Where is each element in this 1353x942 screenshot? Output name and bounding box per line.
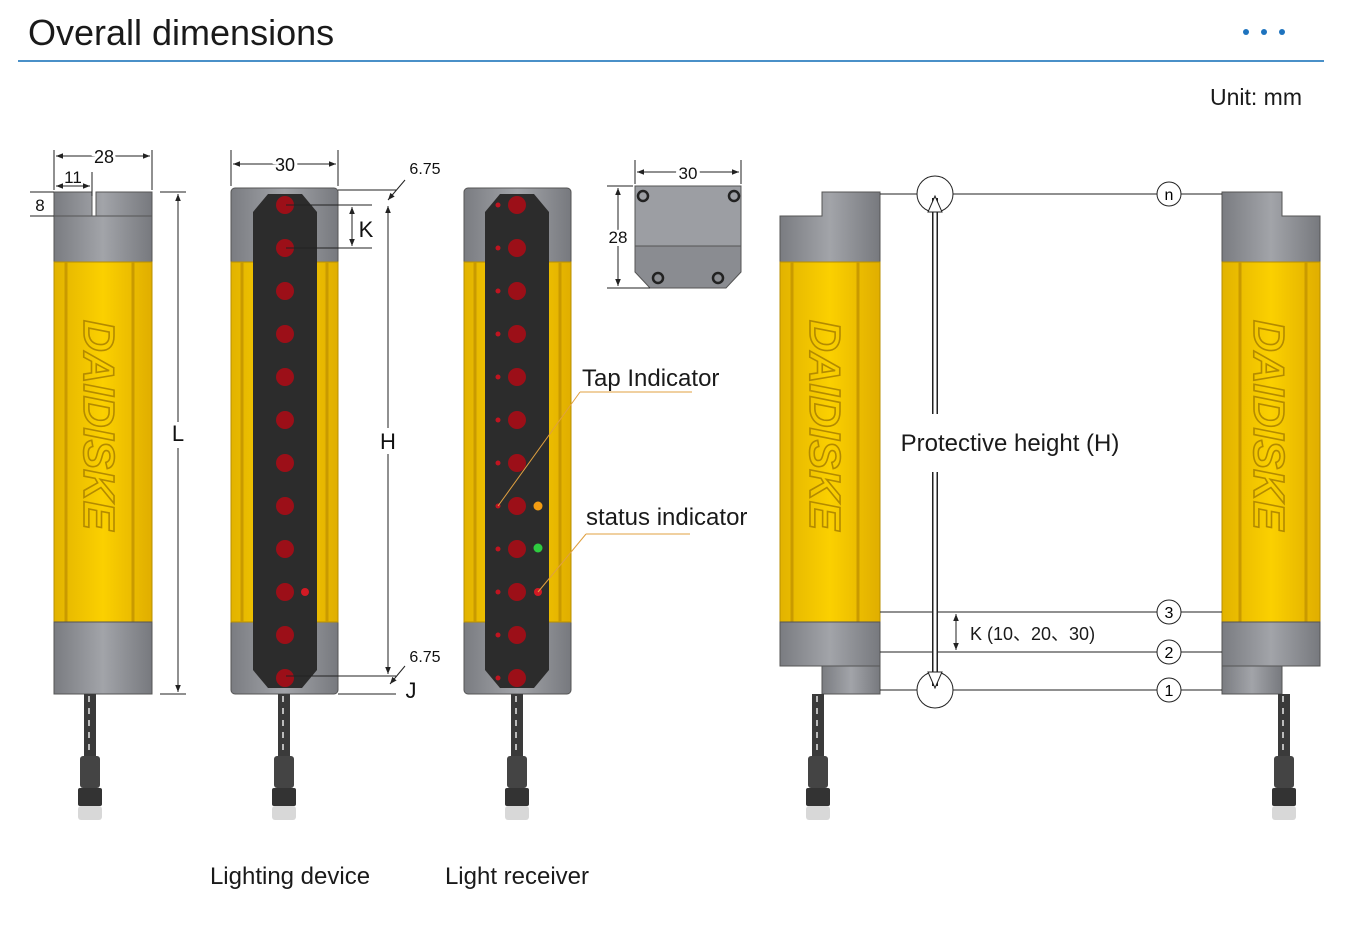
height-h-label: H (380, 429, 396, 454)
top-margin-label: 6.75 (409, 161, 440, 178)
beam-marker-label: 1 (1165, 683, 1174, 700)
led (508, 669, 526, 687)
end-view: 30 28 (606, 160, 742, 289)
led (508, 411, 526, 429)
led (276, 626, 294, 644)
led-dot (495, 589, 501, 595)
j-label: J (406, 678, 417, 703)
pitch-k-label: K (359, 217, 374, 242)
status-indicator-label: status indicator (586, 504, 747, 531)
led-dot (495, 546, 501, 552)
page-title: Overall dimensions (28, 12, 335, 53)
led (508, 325, 526, 343)
led-dot (495, 675, 501, 681)
led (276, 454, 294, 472)
led (276, 497, 294, 515)
protective-height-label: Protective height (H) (901, 430, 1120, 457)
beam-marker-circle (1156, 181, 1182, 207)
emitter-indicator-led (301, 588, 309, 596)
left-cable (805, 693, 831, 821)
right-cable (1271, 693, 1297, 821)
led (276, 669, 294, 687)
led-dot (495, 374, 501, 380)
bottom-margin-label: 6.75 (409, 649, 440, 666)
led (276, 583, 294, 601)
front-view: 30 K H 6.75 6.75 J Lighting device (210, 150, 441, 890)
side-view: DAIDISKE 28 11 8 L (30, 144, 188, 821)
led (508, 626, 526, 644)
title-underline (18, 60, 1324, 62)
led-dot (495, 331, 501, 337)
green-indicator-led (533, 543, 543, 553)
side-brand-text: DAIDISKE (74, 320, 123, 532)
light-receiver-caption: Light receiver (445, 863, 589, 890)
led-dot (495, 202, 501, 208)
side-step-label: 8 (35, 196, 44, 215)
led (508, 282, 526, 300)
tap-indicator-label: Tap Indicator (582, 365, 719, 392)
emitter-led-column (276, 196, 294, 687)
led (276, 196, 294, 214)
end-width-label: 30 (679, 164, 698, 183)
right-brand-text: DAIDISKE (1244, 320, 1293, 532)
receiver-cable (504, 693, 530, 821)
beam-marker-label: 2 (1165, 645, 1174, 662)
receiver-view: Tap Indicator status indicator Light rec… (445, 187, 747, 890)
side-offset-label: 11 (64, 168, 82, 187)
lighting-device-caption: Lighting device (210, 863, 370, 890)
front-width-label: 30 (275, 155, 295, 175)
receiver-led-column (495, 196, 526, 687)
beam-marker-circle (1156, 677, 1182, 703)
led-dot (495, 417, 501, 423)
unit-label: Unit: mm (1210, 84, 1302, 110)
led (508, 540, 526, 558)
front-cable (271, 693, 297, 821)
more-dots-icon (1243, 22, 1297, 40)
led (508, 583, 526, 601)
led (508, 368, 526, 386)
amber-indicator-led (533, 501, 543, 511)
led (276, 282, 294, 300)
led-dot (495, 632, 501, 638)
side-width-label: 28 (94, 147, 114, 167)
led (508, 239, 526, 257)
led (508, 497, 526, 515)
side-length-label: L (172, 421, 184, 446)
beam-marker-circle (1156, 639, 1182, 665)
beam-marker-label: 3 (1165, 605, 1174, 622)
led (276, 239, 294, 257)
led (276, 540, 294, 558)
pair-view: DAIDISKE DAIDISKE Protective height (H) … (779, 175, 1321, 821)
left-brand-text: DAIDISKE (800, 320, 849, 532)
beam-marker-label: n (1165, 187, 1174, 204)
led (276, 325, 294, 343)
led-dot (495, 460, 501, 466)
side-cable (77, 693, 103, 821)
beam-marker-circle (1156, 599, 1182, 625)
end-depth-label: 28 (609, 228, 628, 247)
pitch-note-label: K (10、20、30) (970, 624, 1095, 644)
led-dot (495, 288, 501, 294)
led (276, 411, 294, 429)
led (276, 368, 294, 386)
led-dot (495, 245, 501, 251)
led (508, 454, 526, 472)
led (508, 196, 526, 214)
